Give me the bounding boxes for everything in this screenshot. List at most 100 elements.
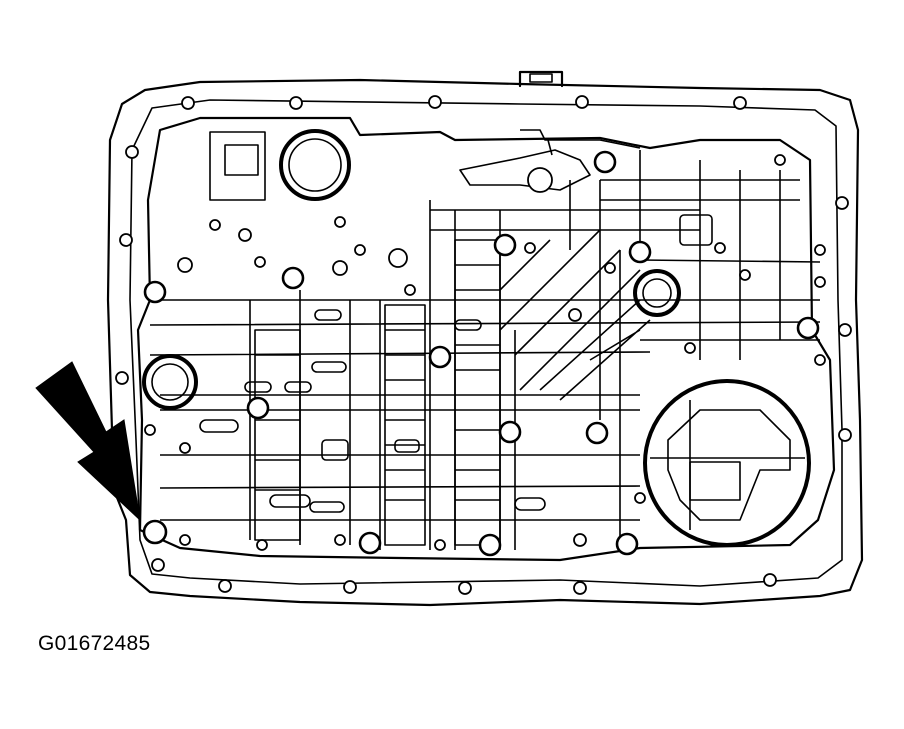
figure-id-label: G01672485 bbox=[38, 632, 151, 655]
passage-hole bbox=[332, 260, 348, 276]
bolt bbox=[358, 531, 382, 555]
flange-hole bbox=[763, 573, 777, 587]
solenoid-housing bbox=[643, 379, 811, 547]
passage-hole bbox=[573, 533, 587, 547]
diagonal-ribs bbox=[499, 229, 651, 401]
bolt bbox=[493, 233, 517, 257]
passage-hole bbox=[568, 308, 582, 322]
passage-hole bbox=[814, 354, 826, 366]
passage-hole bbox=[404, 284, 416, 296]
passage-holes bbox=[144, 154, 826, 551]
sensor-lead bbox=[520, 129, 641, 156]
passage-hole bbox=[144, 424, 156, 436]
flange-hole bbox=[218, 579, 232, 593]
spool-slot bbox=[244, 381, 272, 393]
passage-hole bbox=[354, 244, 366, 256]
valve-body-bolts bbox=[142, 150, 820, 557]
passage-hole bbox=[714, 242, 726, 254]
flange-hole bbox=[289, 96, 303, 110]
passage-hole bbox=[256, 539, 268, 551]
spool-slot bbox=[394, 439, 420, 453]
bolt bbox=[615, 532, 639, 556]
accumulator-bore bbox=[279, 129, 351, 201]
passage-hole bbox=[209, 219, 221, 231]
channel-grid bbox=[149, 150, 821, 550]
passage-hole bbox=[774, 154, 786, 166]
flange-holes bbox=[115, 95, 852, 595]
upper-right-block bbox=[459, 149, 591, 191]
passage-hole bbox=[179, 534, 191, 546]
passage-hole bbox=[684, 342, 696, 354]
bolt bbox=[143, 280, 167, 304]
flange-hole bbox=[458, 581, 472, 595]
bolt bbox=[428, 345, 452, 369]
flange-hole bbox=[119, 233, 133, 247]
flange-hole bbox=[115, 371, 129, 385]
indicator-arrow bbox=[35, 361, 141, 522]
passage-hole bbox=[739, 269, 751, 281]
valve-bore-stack bbox=[454, 239, 501, 546]
channel-lines-horizontal bbox=[149, 179, 821, 521]
flange-hole bbox=[835, 196, 849, 210]
passage-hole bbox=[254, 256, 266, 268]
passage-hole bbox=[604, 262, 616, 274]
passage-hole bbox=[238, 228, 252, 242]
passage-hole bbox=[179, 442, 191, 454]
valve-bore-stacks bbox=[254, 239, 501, 546]
pan-flange-inner bbox=[129, 99, 843, 587]
passage-hole bbox=[524, 242, 536, 254]
sensor-cap bbox=[527, 167, 553, 193]
pan-flange-outline bbox=[106, 78, 864, 607]
flange-hole bbox=[733, 96, 747, 110]
accumulator-bore-inner bbox=[288, 138, 342, 192]
flange-hole bbox=[838, 428, 852, 442]
valve-body-outline bbox=[136, 116, 836, 562]
bolt bbox=[478, 533, 502, 557]
target-bolt bbox=[142, 519, 168, 545]
bolt bbox=[498, 420, 522, 444]
bolt bbox=[628, 240, 652, 264]
center-bore bbox=[633, 269, 681, 317]
spool-slot bbox=[314, 309, 342, 321]
valve-bore-stack bbox=[254, 329, 301, 541]
spool-slot bbox=[514, 497, 546, 511]
bolt bbox=[593, 150, 617, 174]
spool-slot bbox=[454, 319, 482, 331]
spool-slot bbox=[311, 361, 347, 373]
flange-hole bbox=[838, 323, 852, 337]
connector-pin bbox=[529, 73, 553, 83]
flange-hole bbox=[575, 95, 589, 109]
spool-slot bbox=[269, 494, 311, 508]
bolt bbox=[281, 266, 305, 290]
valve-bore-stack bbox=[384, 304, 426, 546]
bolt bbox=[246, 396, 270, 420]
flange-hole bbox=[573, 581, 587, 595]
flange-hole bbox=[151, 558, 165, 572]
flange-hole bbox=[181, 96, 195, 110]
bolt bbox=[585, 421, 609, 445]
passage-hole bbox=[177, 257, 193, 273]
spool-slot bbox=[199, 419, 239, 433]
passage-hole bbox=[334, 216, 346, 228]
passage-hole bbox=[434, 539, 446, 551]
spool-slot bbox=[284, 381, 312, 393]
left-bore-inner bbox=[151, 363, 189, 401]
flange-hole bbox=[343, 580, 357, 594]
passage-hole bbox=[388, 248, 408, 268]
bolt bbox=[796, 316, 820, 340]
solenoid-internal bbox=[667, 409, 791, 521]
spool-slot bbox=[321, 439, 349, 461]
passage-hole bbox=[814, 276, 826, 288]
center-bore-inner bbox=[642, 278, 672, 308]
upper-left-pocket bbox=[209, 131, 266, 201]
passage-hole bbox=[814, 244, 826, 256]
passage-hole bbox=[634, 492, 646, 504]
top-connector bbox=[518, 70, 564, 88]
flange-hole bbox=[125, 145, 139, 159]
left-bore bbox=[142, 354, 198, 410]
spool-slot bbox=[309, 501, 345, 513]
flange-hole bbox=[428, 95, 442, 109]
passage-hole bbox=[334, 534, 346, 546]
solenoid-strap bbox=[650, 400, 805, 530]
